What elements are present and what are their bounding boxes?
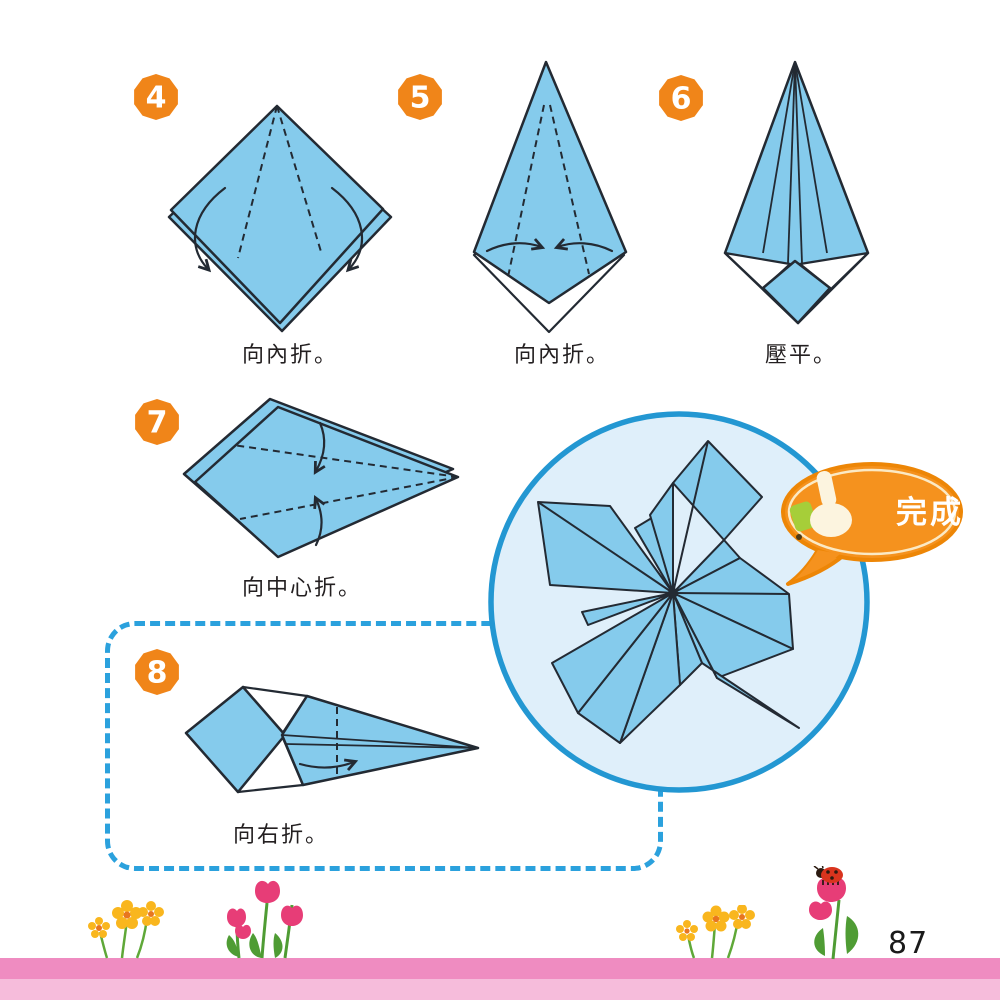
bubble-inner-ring — [787, 468, 957, 556]
step-7-number: 7 — [147, 406, 168, 441]
fold-arrow-down — [313, 421, 326, 475]
finished-origami-figure — [537, 440, 800, 744]
fold-line-bottom — [239, 476, 459, 520]
footer-bar-light — [0, 979, 1000, 1000]
fold-arrow-up — [313, 494, 326, 547]
step-4-number: 4 — [146, 81, 167, 116]
step-7-caption: 向中心折。 — [241, 576, 363, 601]
step-7-badge: 7 — [135, 399, 179, 445]
fold-line-right — [276, 105, 323, 256]
fold-arrow-right — [298, 758, 359, 771]
fold-line-left — [237, 105, 278, 259]
step-8-badge: 8 — [135, 649, 179, 695]
yellow-flowers-right-icon — [676, 905, 755, 959]
fold-arrow-left — [485, 238, 546, 253]
tulip-bloom-lower — [809, 901, 832, 920]
yellow-blooms — [676, 905, 755, 941]
fold-line-top — [232, 444, 459, 478]
thumb — [816, 471, 837, 507]
crease-upper — [281, 734, 479, 749]
step-8-number: 8 — [147, 656, 168, 691]
ladybug-icon — [813, 866, 843, 885]
paper-front-layer — [472, 60, 628, 305]
footer-bar-dark — [0, 958, 1000, 979]
step-4-badge: 4 — [134, 74, 178, 120]
step-5-number: 5 — [410, 81, 431, 116]
step-5-caption: 向內折。 — [513, 343, 611, 368]
tulip-with-ladybug-icon — [809, 866, 859, 960]
yellow-flowers-left-icon — [88, 900, 164, 959]
badge-decagon — [134, 74, 178, 120]
step-7-figure — [182, 397, 460, 559]
badge-decagon — [135, 649, 179, 695]
tulips-left-icon — [226, 880, 303, 959]
fist — [810, 503, 852, 537]
thumb-cuff — [789, 501, 817, 532]
fold-arrow-right — [330, 186, 364, 273]
paper-front-layer — [193, 405, 460, 559]
fold-line-right — [549, 104, 590, 275]
crease-left-inner — [787, 61, 796, 264]
fold-line-left — [507, 104, 545, 278]
fold-arrow-left — [193, 186, 227, 273]
badge-decagon — [659, 75, 703, 121]
cuff-dot — [796, 534, 802, 540]
bubble-tail-fill — [794, 550, 840, 580]
step-4-figure — [167, 104, 393, 333]
yellow-blooms — [88, 900, 164, 938]
tulip-blooms — [227, 880, 303, 939]
completion-bubble: 完成! — [781, 462, 981, 586]
paper-front-layer — [169, 104, 385, 325]
crease-lower — [285, 743, 479, 749]
crease-right-inner — [794, 61, 803, 264]
step-4-caption: 向內折。 — [241, 343, 339, 368]
pinwheel-center-dot — [668, 588, 678, 598]
step-6-badge: 6 — [659, 75, 703, 121]
badge-decagon — [135, 399, 179, 445]
step-5-figure — [472, 60, 628, 334]
step-8-caption: 向右折。 — [232, 823, 330, 848]
step-8-figure — [184, 685, 480, 794]
step-6-figure — [723, 60, 870, 325]
step-6-number: 6 — [671, 82, 692, 117]
step-5-badge: 5 — [398, 74, 442, 120]
thumbs-up-icon — [789, 471, 852, 540]
badge-decagon — [398, 74, 442, 120]
page-number: 87 — [888, 926, 929, 961]
result-circle — [488, 411, 870, 793]
step-6-caption: 壓平。 — [764, 343, 838, 368]
completion-text: 完成! — [896, 495, 981, 531]
bottom-diamond — [761, 259, 832, 325]
crease-right-outer — [794, 61, 828, 254]
right-spike — [280, 694, 480, 787]
fold-arrow-right — [553, 238, 614, 253]
crease-left-outer — [762, 61, 796, 254]
